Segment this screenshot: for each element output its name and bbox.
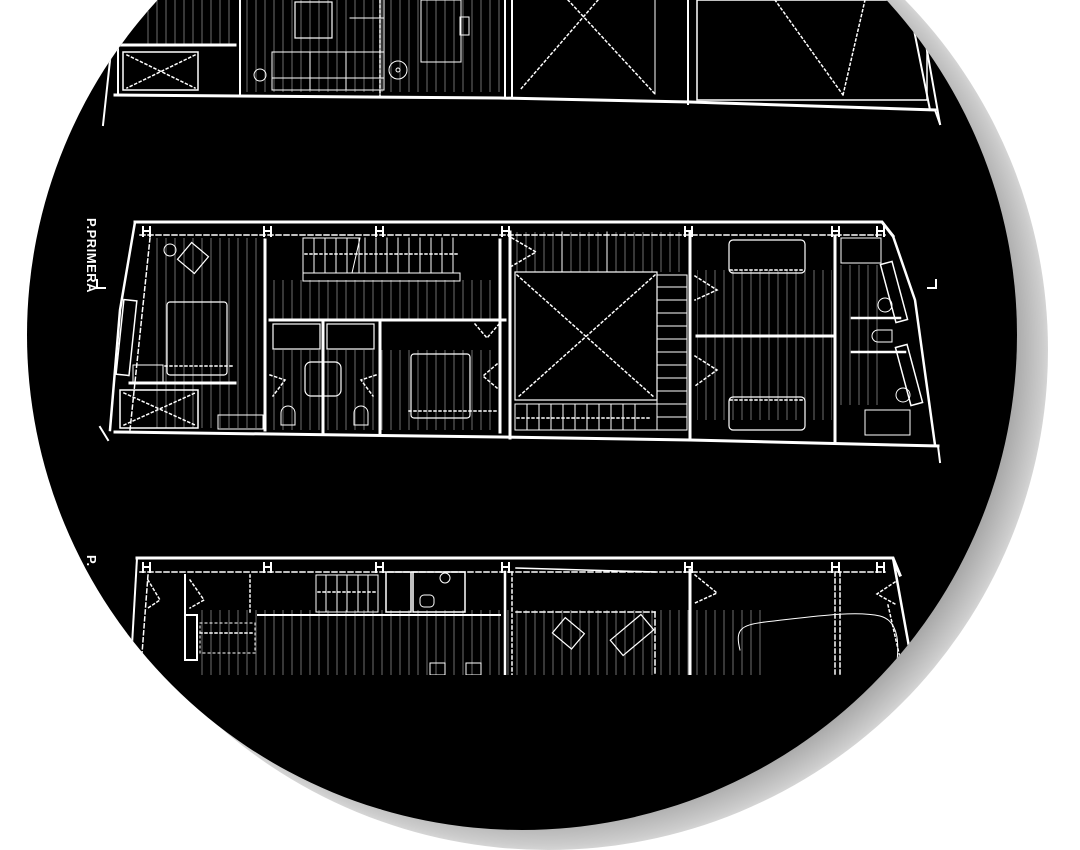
plan-upper <box>101 0 942 127</box>
figure: P.PRIMERA P. <box>27 0 1048 850</box>
floor-plans-drawing <box>96 0 942 675</box>
level-label-primera: P.PRIMERA <box>84 218 99 294</box>
level-label-lower: P. <box>84 555 99 567</box>
plan-lower <box>128 556 917 675</box>
plan-primera <box>96 220 942 464</box>
